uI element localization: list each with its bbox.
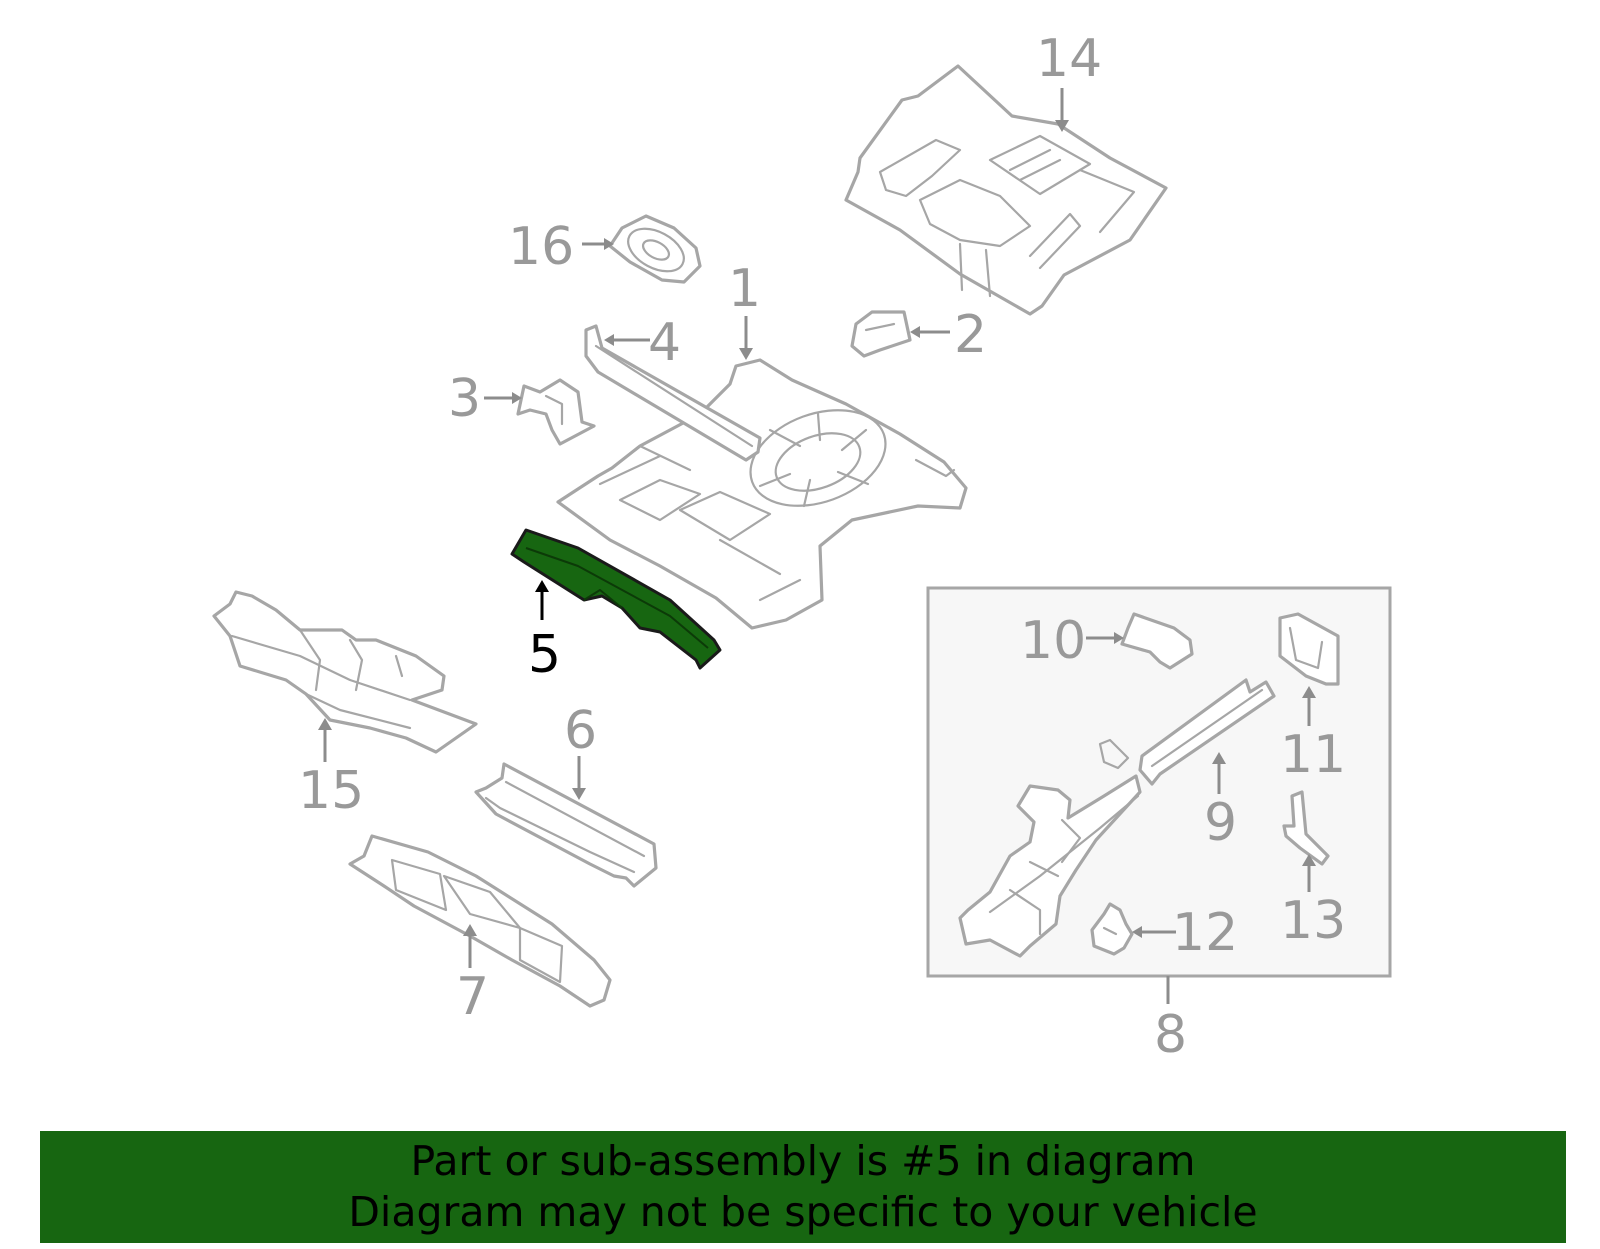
part-14-front-floor-pan[interactable] [844,64,1168,316]
part-7-crossmember[interactable] [348,834,612,1008]
part-11-bracket[interactable] [1278,612,1340,686]
part-3-bracket[interactable] [516,378,596,446]
callout-15: 15 [298,761,364,821]
banner-line-disclaimer: Diagram may not be specific to your vehi… [348,1188,1258,1236]
callout-2: 2 [954,305,987,365]
part-8-rail-assembly[interactable] [958,738,1142,958]
part-13-bracket[interactable] [1282,790,1330,866]
callout-1: 1 [728,259,761,319]
callout-4: 4 [648,313,681,373]
callout-13: 13 [1280,891,1346,951]
part-6-crossmember[interactable] [474,762,658,888]
part-2-bracket[interactable] [850,310,912,358]
callout-9: 9 [1204,793,1237,853]
callout-10: 10 [1020,611,1086,671]
callout-8: 8 [1154,1005,1187,1065]
part-1-rear-floor-pan[interactable] [556,358,968,630]
info-banner: Part or sub-assembly is #5 in diagram Di… [40,1131,1566,1243]
callout-11: 11 [1280,725,1346,785]
callout-6: 6 [564,701,597,761]
leader-lines [318,88,1316,1004]
part-12-bracket[interactable] [1090,902,1134,956]
part-10-bracket[interactable] [1120,612,1194,670]
callout-5-highlighted: 5 [528,625,561,685]
callout-12: 12 [1172,903,1238,963]
part-4-rail[interactable] [584,324,762,462]
part-5-highlighted-crossmember[interactable] [510,528,722,670]
part-16-plug[interactable] [608,214,702,284]
callout-labels: 14 16 1 2 4 3 5 6 15 7 10 11 9 13 12 8 [298,29,1346,1065]
callout-16: 16 [508,217,574,277]
callout-14: 14 [1036,29,1102,89]
callout-3: 3 [448,369,481,429]
part-15-panel[interactable] [212,590,478,754]
callout-7: 7 [456,967,489,1027]
banner-line-part-number: Part or sub-assembly is #5 in diagram [410,1137,1196,1185]
part-9-rail[interactable] [1138,678,1276,786]
